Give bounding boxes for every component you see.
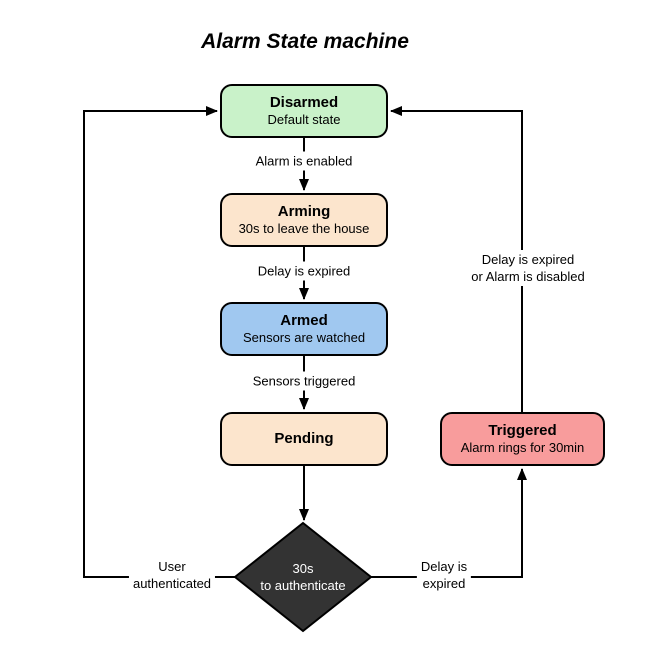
edge-label-user-authenticated: User authenticated bbox=[128, 557, 216, 593]
state-armed-title: Armed bbox=[280, 311, 328, 329]
state-triggered-subtitle: Alarm rings for 30min bbox=[460, 440, 585, 456]
diagram-title: Alarm State machine bbox=[201, 30, 409, 53]
edge-label-delay-or-disabled-line1: Delay is expired bbox=[481, 252, 575, 267]
decision-diamond bbox=[233, 521, 373, 633]
edge-label-sensors-triggered: Sensors triggered bbox=[248, 371, 360, 391]
state-pending-title: Pending bbox=[274, 430, 334, 448]
state-pending: Pending bbox=[220, 412, 388, 466]
state-arming-subtitle: 30s to leave the house bbox=[238, 221, 370, 237]
edge-label-delay-expired: Delay is expired bbox=[253, 261, 355, 281]
decision-label-line2: to authenticate bbox=[260, 578, 346, 593]
decision-label: 30s to authenticate bbox=[233, 560, 373, 594]
state-armed: Armed Sensors are watched bbox=[220, 302, 388, 356]
edge-label-delay-or-disabled-line2: or Alarm is disabled bbox=[471, 269, 585, 284]
state-triggered: Triggered Alarm rings for 30min bbox=[440, 412, 605, 466]
edge-label-delay-expired-bottom: Delay is expired bbox=[416, 557, 472, 593]
state-arming: Arming 30s to leave the house bbox=[220, 193, 388, 247]
edge-label-delay-or-disabled: Delay is expired or Alarm is disabled bbox=[467, 250, 589, 286]
edge-label-delay-expired-bottom-line1: Delay is bbox=[420, 559, 468, 574]
decision-label-line1: 30s bbox=[292, 561, 314, 576]
edge-label-delay-expired-bottom-line2: expired bbox=[422, 576, 466, 591]
state-disarmed-title: Disarmed bbox=[269, 93, 339, 111]
edge-decision-to-disarmed bbox=[83, 106, 235, 578]
state-triggered-title: Triggered bbox=[488, 421, 557, 439]
edge-label-user-authenticated-line1: User bbox=[158, 559, 186, 574]
state-armed-subtitle: Sensors are watched bbox=[242, 330, 366, 346]
state-disarmed-subtitle: Default state bbox=[267, 112, 341, 128]
edge-label-user-authenticated-line2: authenticated bbox=[132, 576, 212, 591]
state-disarmed: Disarmed Default state bbox=[220, 84, 388, 138]
edge-label-alarm-enabled: Alarm is enabled bbox=[251, 151, 357, 171]
state-arming-title: Arming bbox=[277, 202, 331, 220]
edge-triggered-to-disarmed bbox=[390, 106, 523, 412]
